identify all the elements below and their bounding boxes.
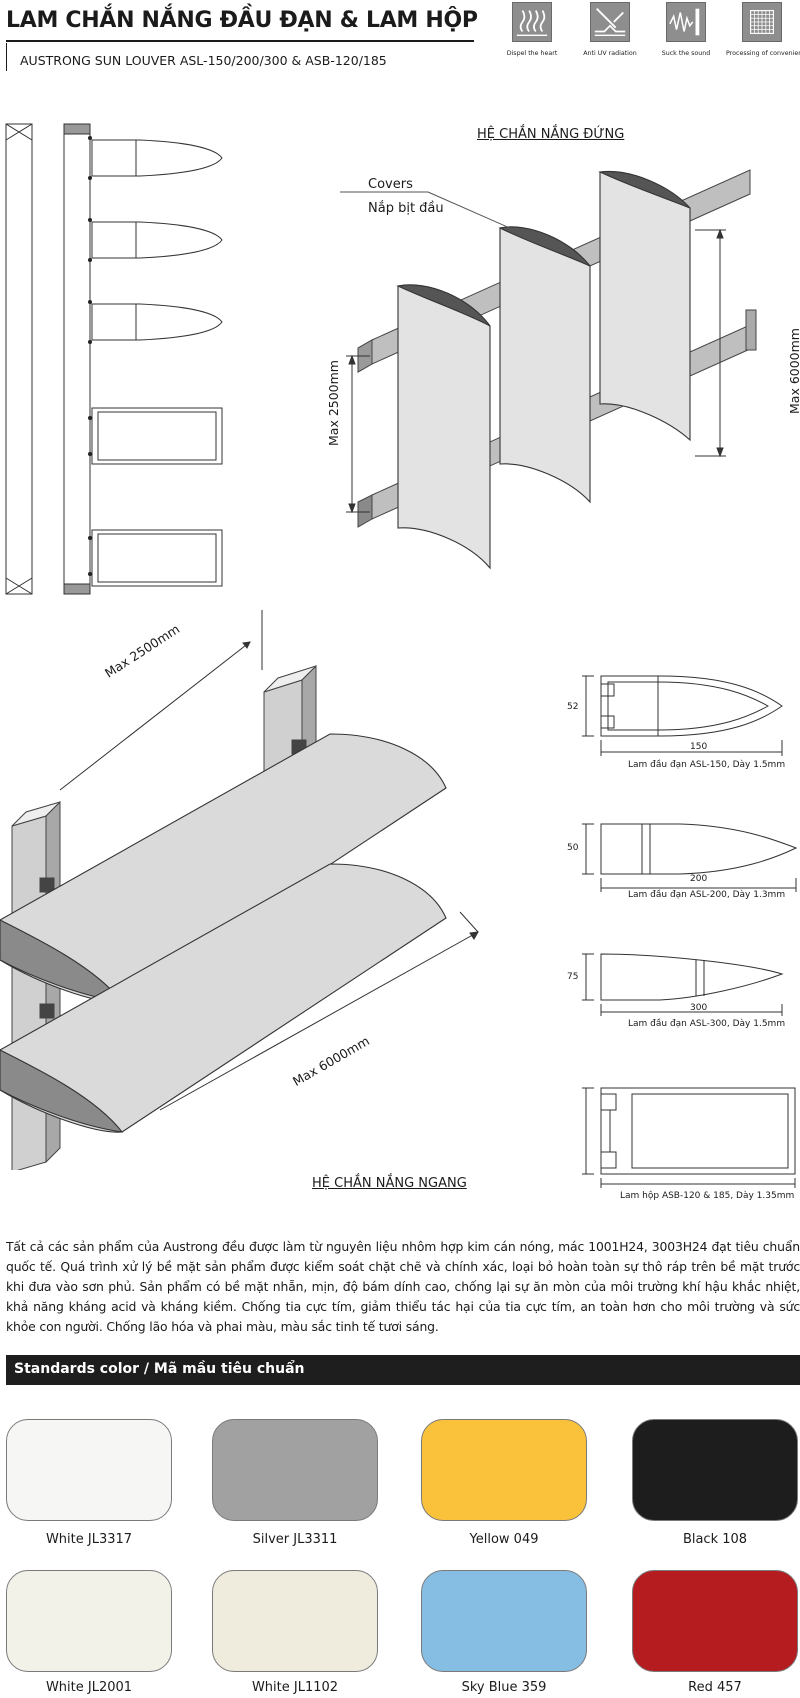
vertical-system-title: HỆ CHẮN NẮNG ĐỨNG <box>477 127 625 142</box>
colors-heading: Standards color / Mã mầu tiêu chuẩn <box>14 1361 305 1377</box>
vertical-span-dimension: Max 2500mm <box>326 360 341 446</box>
swatch-label: Yellow 049 <box>469 1532 539 1547</box>
swatch-label: Silver JL3311 <box>252 1532 338 1547</box>
feature-anti-uv: Anti UV radiation <box>574 2 646 64</box>
profile-height: 50 <box>567 843 579 853</box>
profile-asl-200-drawing <box>582 823 798 892</box>
profile-width: 150 <box>690 742 708 752</box>
feature-sound: Suck the sound <box>650 2 722 64</box>
feature-processing: Processing of convenient <box>726 2 800 64</box>
feature-dispel-heat: Dispel the heart <box>496 2 568 64</box>
feature-label: Suck the sound <box>661 50 711 57</box>
feature-label: Dispel the heart <box>506 50 558 57</box>
color-swatch-white-jl1102 <box>212 1570 378 1672</box>
swatch-label: White JL2001 <box>45 1680 133 1695</box>
color-swatch-silver-jl3311 <box>212 1419 378 1521</box>
profile-asl-150-drawing <box>582 675 783 756</box>
swatch-label: Black 108 <box>682 1532 748 1547</box>
horizontal-system-title: HỆ CHẮN NẮNG NGANG <box>312 1176 467 1191</box>
sound-absorb-icon <box>666 2 706 42</box>
profile-caption: Lam đầu đạn ASL-300, Dày 1.5mm <box>628 1019 786 1029</box>
section-view-diagram <box>5 123 223 595</box>
profile-height: 75 <box>567 972 579 982</box>
product-description: Tất cả các sản phẩm của Austrong đều đượ… <box>6 1239 800 1334</box>
vertical-height-dimension: Max 6000mm <box>787 328 800 414</box>
color-swatch-sky-blue-359 <box>421 1570 587 1672</box>
page-subtitle: AUSTRONG SUN LOUVER ASL-150/200/300 & AS… <box>20 53 387 68</box>
swatch-label: Red 457 <box>688 1680 742 1695</box>
heat-waves-icon <box>512 2 552 42</box>
profile-caption: Lam đầu đạn ASL-150, Dày 1.5mm <box>628 760 786 770</box>
uv-shield-icon <box>590 2 630 42</box>
profile-caption: Lam đầu đạn ASL-200, Dày 1.3mm <box>628 890 786 900</box>
page-title: LAM CHẮN NẮNG ĐẦU ĐẠN & LAM HỘP <box>6 8 478 33</box>
grid-processing-icon <box>742 2 782 42</box>
profile-asb-box-drawing <box>582 1087 796 1188</box>
colors-heading-bar <box>6 1355 800 1385</box>
profile-asl-300-drawing <box>582 953 784 1016</box>
color-swatch-black-108 <box>632 1419 798 1521</box>
swatch-label: White JL1102 <box>251 1680 339 1695</box>
color-swatch-yellow-049 <box>421 1419 587 1521</box>
feature-label: Processing of convenient <box>726 50 800 57</box>
color-swatch-white-jl2001 <box>6 1570 172 1672</box>
covers-label-en: Covers <box>368 177 413 192</box>
swatch-label: White JL3317 <box>45 1532 133 1547</box>
feature-label: Anti UV radiation <box>583 50 637 57</box>
subtitle-frame <box>6 43 474 71</box>
profile-caption: Lam hộp ASB-120 & 185, Dày 1.35mm <box>620 1191 795 1201</box>
swatch-label: Sky Blue 359 <box>461 1680 547 1695</box>
vertical-louver-diagram <box>340 169 757 570</box>
profile-height: 52 <box>567 702 579 712</box>
color-swatch-red-457 <box>632 1570 798 1672</box>
covers-label-vi: Nắp bịt đầu <box>368 201 444 216</box>
horizontal-louver-diagram <box>0 610 479 1170</box>
profile-width: 300 <box>690 1003 708 1013</box>
title-divider <box>6 40 474 42</box>
profile-width: 200 <box>690 874 708 884</box>
color-swatch-white-jl3317 <box>6 1419 172 1521</box>
